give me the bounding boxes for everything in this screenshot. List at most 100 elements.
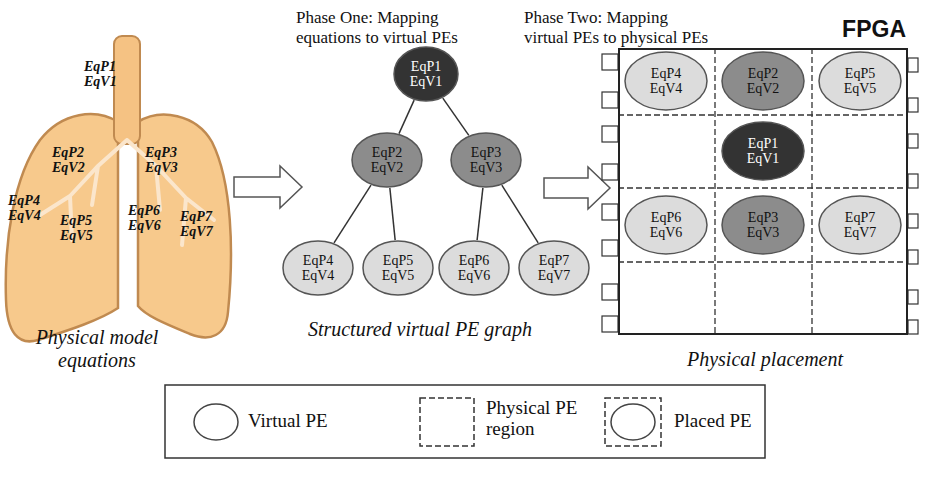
legend-placed-sample bbox=[605, 398, 661, 446]
pe-equations: EqP3 EqV3 bbox=[747, 210, 780, 241]
io-pad bbox=[908, 58, 918, 72]
placed-pe: EqP6 EqV6 bbox=[624, 195, 708, 255]
graph-edge bbox=[399, 100, 414, 133]
io-pad bbox=[602, 92, 618, 108]
trachea bbox=[114, 36, 140, 144]
pe-ellipse bbox=[722, 52, 804, 110]
pe-equations: EqP3 EqV3 bbox=[470, 145, 503, 176]
pe-equations: EqP5 EqV5 bbox=[382, 253, 415, 284]
equation-label: EqP4 EqV4 bbox=[8, 194, 41, 223]
pe-ellipse bbox=[363, 241, 433, 295]
graph-edge bbox=[334, 185, 371, 243]
pe-equations: EqP1 EqV1 bbox=[410, 59, 443, 90]
io-pad bbox=[908, 214, 918, 228]
graph-edge bbox=[443, 98, 469, 135]
pe-equations: EqP6 EqV6 bbox=[650, 210, 683, 241]
placed-pe: EqP2 EqV2 bbox=[721, 51, 805, 111]
io-pad bbox=[908, 320, 918, 334]
graph-edge bbox=[477, 188, 483, 240]
pe-ellipse bbox=[722, 122, 804, 180]
placed-pe: EqP1 EqV1 bbox=[721, 121, 805, 181]
equation-label: EqP3 EqV3 bbox=[145, 146, 178, 175]
left-lung bbox=[6, 114, 118, 341]
legend-region-sample bbox=[420, 398, 474, 446]
virtual-pe: EqP6 EqV6 bbox=[438, 240, 510, 296]
virtual-pe: EqP7 EqV7 bbox=[518, 240, 590, 296]
legend-label: Placed PE bbox=[674, 411, 762, 432]
io-pad bbox=[908, 250, 918, 264]
figure-caption: Physical placement bbox=[660, 348, 870, 371]
pe-ellipse bbox=[451, 133, 521, 187]
io-pad bbox=[602, 284, 618, 300]
legend-placed-sample bbox=[611, 404, 655, 440]
legend-frame bbox=[165, 385, 765, 458]
grid-line bbox=[618, 187, 908, 188]
pe-region-grid bbox=[618, 48, 908, 335]
io-pad bbox=[908, 98, 918, 112]
io-pad bbox=[908, 134, 918, 148]
pe-ellipse bbox=[625, 52, 707, 110]
fpga-board: EqP4 EqV4 EqP2 EqV2 EqP5 EqV5EqP1 EqV1EqP6… bbox=[618, 48, 908, 335]
pe-ellipse bbox=[352, 133, 422, 187]
equation-label: EqP1 EqV1 bbox=[84, 60, 117, 89]
phase-title: Phase One: Mapping equations to virtual … bbox=[296, 8, 501, 47]
pe-equations: EqP2 EqV2 bbox=[371, 145, 404, 176]
io-pad bbox=[602, 240, 618, 256]
figure-caption: Structured virtual PE graph bbox=[300, 318, 540, 341]
phase-title: Phase Two: Mapping virtual PEs to physic… bbox=[524, 8, 714, 47]
io-pad bbox=[602, 204, 618, 220]
phase-arrow bbox=[544, 167, 610, 209]
pe-ellipse bbox=[819, 196, 901, 254]
placed-pe: EqP7 EqV7 bbox=[818, 195, 902, 255]
io-pad bbox=[908, 290, 918, 304]
legend-virtual-pe-sample bbox=[194, 404, 238, 440]
equation-label: EqP6 EqV6 bbox=[128, 204, 161, 233]
pe-ellipse bbox=[819, 52, 901, 110]
io-pad bbox=[602, 164, 618, 180]
graph-edge bbox=[502, 185, 538, 243]
virtual-pe: EqP2 EqV2 bbox=[351, 132, 423, 188]
io-pad bbox=[908, 174, 918, 188]
grid-line bbox=[714, 48, 715, 335]
grid-line bbox=[811, 48, 812, 335]
virtual-pe: EqP5 EqV5 bbox=[362, 240, 434, 296]
equation-label: EqP5 EqV5 bbox=[60, 214, 93, 243]
legend-label: Physical PE region bbox=[486, 398, 586, 440]
pe-equations: EqP7 EqV7 bbox=[538, 253, 571, 284]
pe-equations: EqP4 EqV4 bbox=[650, 66, 683, 97]
grid-line bbox=[618, 114, 908, 115]
virtual-pe-root: EqP1 EqV1 bbox=[393, 46, 459, 102]
pe-equations: EqP5 EqV5 bbox=[844, 66, 877, 97]
pe-ellipse bbox=[283, 241, 353, 295]
equation-label: EqP2 EqV2 bbox=[52, 146, 85, 175]
placed-pe: EqP3 EqV3 bbox=[721, 195, 805, 255]
graph-edge bbox=[390, 188, 395, 240]
pe-equations: EqP7 EqV7 bbox=[844, 210, 877, 241]
pe-ellipse bbox=[394, 47, 458, 101]
phase-arrow bbox=[234, 166, 302, 208]
pe-equations: EqP4 EqV4 bbox=[302, 253, 335, 284]
pe-ellipse bbox=[625, 196, 707, 254]
virtual-pe: EqP3 EqV3 bbox=[450, 132, 522, 188]
bronchi bbox=[40, 140, 214, 245]
board-title: FPGA bbox=[842, 17, 906, 42]
pe-ellipse bbox=[519, 241, 589, 295]
virtual-pe: EqP4 EqV4 bbox=[282, 240, 354, 296]
equation-label: EqP7 EqV7 bbox=[180, 210, 213, 239]
io-pad bbox=[602, 54, 618, 70]
placed-pe: EqP5 EqV5 bbox=[818, 51, 902, 111]
figure-caption: Physical model equations bbox=[12, 326, 182, 372]
io-pad bbox=[602, 126, 618, 142]
legend-label: Virtual PE bbox=[248, 411, 398, 432]
grid-line bbox=[618, 261, 908, 262]
lungs-illustration bbox=[6, 36, 231, 341]
placed-pe: EqP4 EqV4 bbox=[624, 51, 708, 111]
pe-ellipse bbox=[722, 196, 804, 254]
io-pad bbox=[602, 316, 618, 332]
pe-equations: EqP2 EqV2 bbox=[747, 66, 780, 97]
pe-equations: EqP6 EqV6 bbox=[458, 253, 491, 284]
pe-equations: EqP1 EqV1 bbox=[747, 136, 780, 167]
pe-ellipse bbox=[439, 241, 509, 295]
